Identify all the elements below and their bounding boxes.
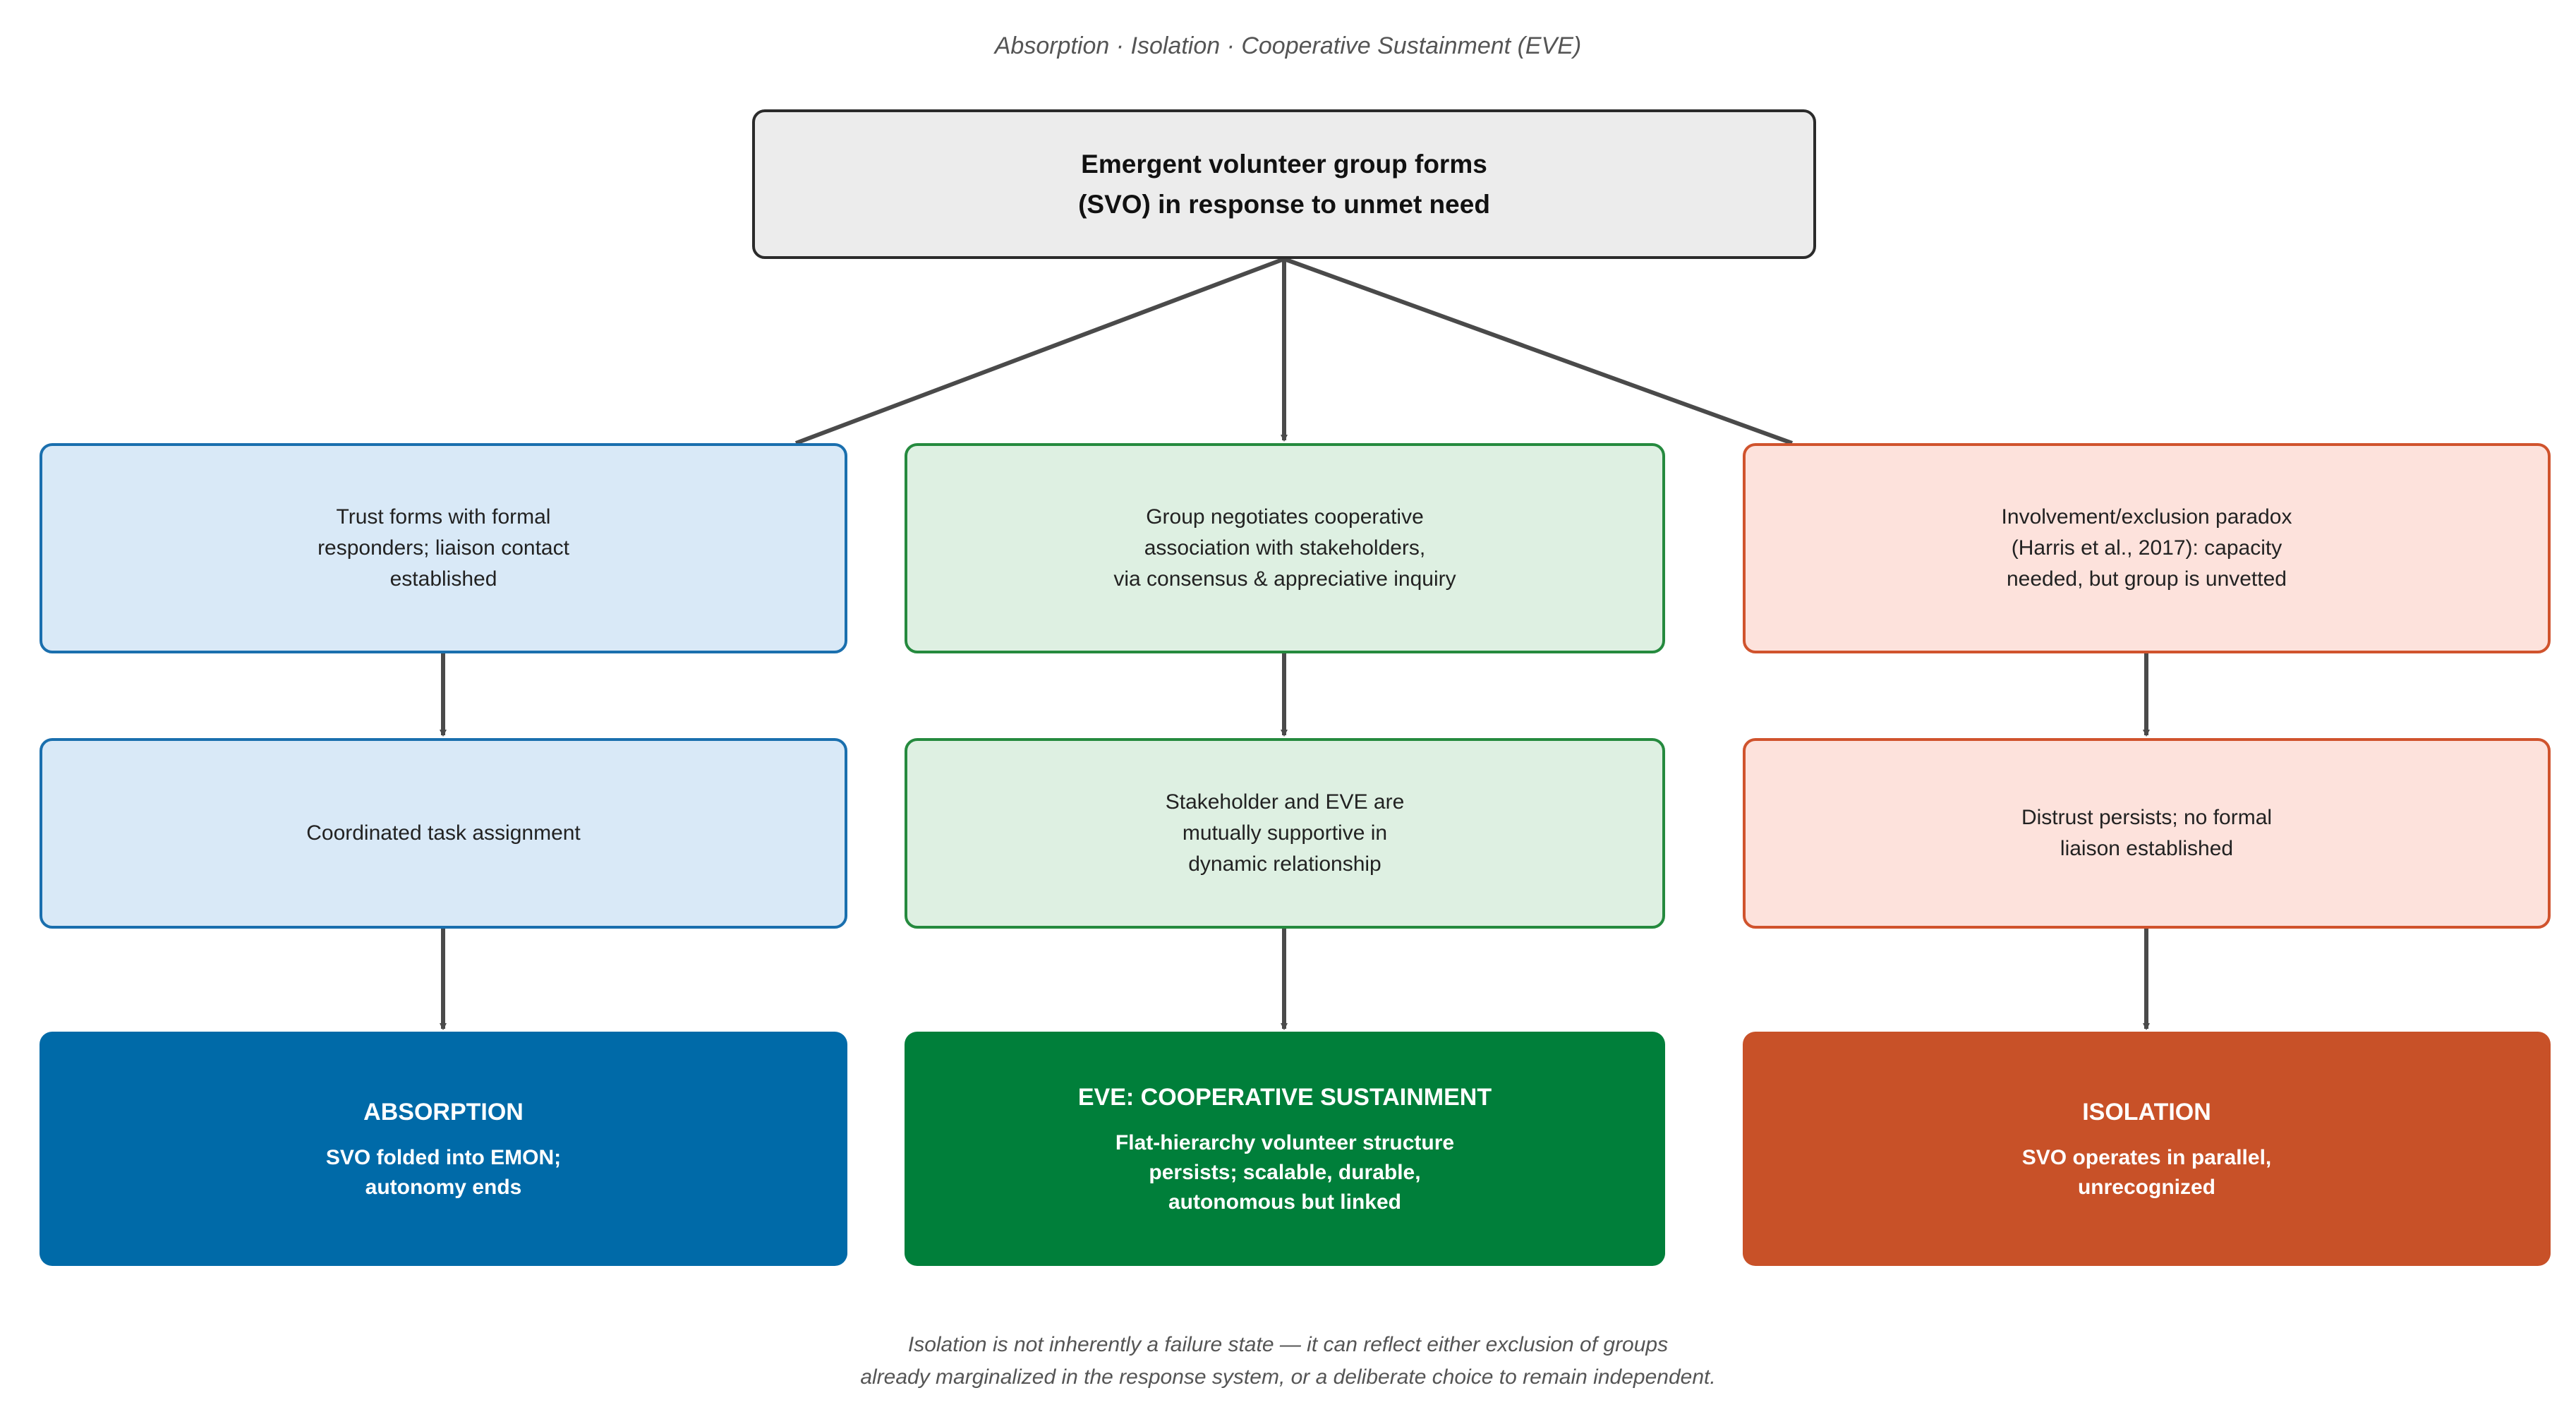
isolation-step-paradox: Involvement/exclusion paradox (Harris et… — [1743, 443, 2551, 653]
footnote: Isolation is not inherently a failure st… — [0, 1329, 2576, 1394]
root-node: Emergent volunteer group forms (SVO) in … — [752, 109, 1816, 259]
eve-outcome: EVE: COOPERATIVE SUSTAINMENT Flat-hierar… — [905, 1032, 1665, 1266]
eve-outcome-title: EVE: COOPERATIVE SUSTAINMENT — [1077, 1084, 1492, 1111]
footnote-line-2: already marginalized in the response sys… — [860, 1365, 1716, 1389]
connector-root-right — [1283, 257, 1794, 445]
isolation-outcome: ISOLATION SVO operates in parallel, unre… — [1743, 1032, 2551, 1266]
eve-step-negotiation: Group negotiates cooperative association… — [905, 443, 1665, 653]
isolation-outcome-title: ISOLATION — [2082, 1099, 2211, 1126]
eve-step-mutual-support-text: Stakeholder and EVE are mutually support… — [1165, 790, 1405, 876]
eve-step-negotiation-text: Group negotiates cooperative association… — [1113, 505, 1456, 591]
absorption-outcome: ABSORPTION SVO folded into EMON; autonom… — [40, 1032, 847, 1266]
absorption-outcome-text: SVO folded into EMON; autonomy ends — [325, 1146, 562, 1199]
isolation-step-paradox-text: Involvement/exclusion paradox (Harris et… — [2001, 505, 2292, 591]
eve-outcome-text: Flat-hierarchy volunteer structure persi… — [1115, 1131, 1455, 1214]
isolation-outcome-text: SVO operates in parallel, unrecognized — [2021, 1146, 2272, 1199]
isolation-step-distrust: Distrust persists; no formal liaison est… — [1743, 738, 2551, 929]
absorption-step-trust-text: Trust forms with formal responders; liai… — [318, 505, 569, 591]
isolation-step-distrust-text: Distrust persists; no formal liaison est… — [2021, 806, 2273, 860]
diagram-title: Absorption · Isolation · Cooperative Sus… — [994, 32, 1582, 59]
absorption-step-coordination-text: Coordinated task assignment — [306, 821, 581, 845]
connector-root-left — [794, 257, 1286, 445]
root-node-text: Emergent volunteer group forms (SVO) in … — [1078, 150, 1490, 219]
absorption-step-trust: Trust forms with formal responders; liai… — [40, 443, 847, 653]
absorption-step-coordination: Coordinated task assignment — [40, 738, 847, 929]
footnote-line-1: Isolation is not inherently a failure st… — [907, 1333, 1669, 1356]
absorption-outcome-title: ABSORPTION — [363, 1099, 524, 1126]
eve-step-mutual-support: Stakeholder and EVE are mutually support… — [905, 738, 1665, 929]
